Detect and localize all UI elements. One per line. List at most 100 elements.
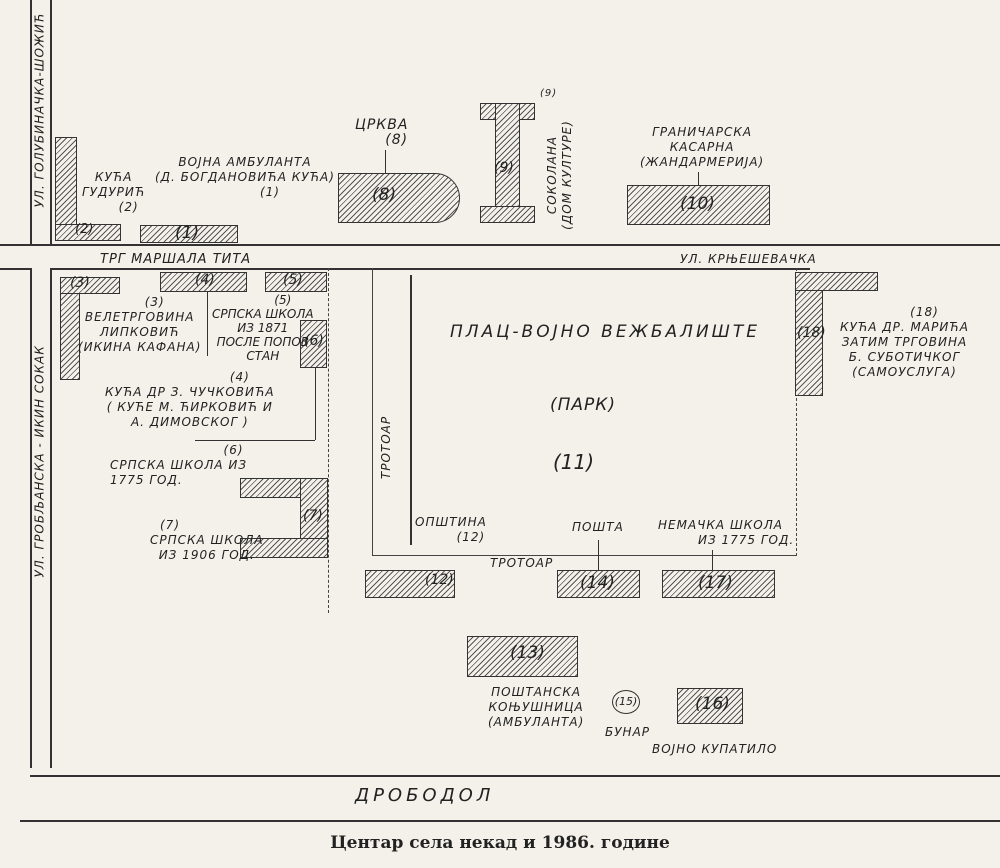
building-17[interactable] (662, 570, 775, 598)
building-12[interactable] (365, 570, 455, 598)
building-3-number: (3) (70, 275, 90, 291)
label-9-num: (9) (540, 88, 558, 99)
park-label: (ПАРК) (550, 395, 616, 415)
road-edge (30, 268, 32, 768)
label-5-sub: ИЗ 1871 (237, 321, 289, 335)
label-5-name: СРПСКА ШКОЛА (212, 307, 314, 321)
building-6[interactable] (300, 320, 327, 368)
road-edge (30, 775, 1000, 777)
building-2-number: (2) (75, 222, 94, 237)
building-18-wing[interactable] (795, 272, 878, 291)
building-14-number: (14) (580, 573, 615, 593)
road-edge (50, 268, 810, 270)
building-10-number: (10) (680, 194, 715, 214)
arrow-14 (598, 540, 599, 570)
label-2-num: (2) (118, 200, 139, 214)
label-1-sub: (Д. БОГДАНОВИЋА КУЋА) (155, 170, 335, 184)
street-label-left-bottom: УЛ. ГРОБЉАНСКА - ИКИН СОКАК (32, 345, 47, 578)
label-6-sub: 1775 ГОД. (110, 473, 183, 487)
label-4-name: КУЋА ДР З. ЧУЧКОВИЋА (105, 385, 275, 399)
building-13[interactable] (467, 636, 578, 677)
label-3-sub: ЛИПКОВИЋ (99, 325, 180, 339)
label-4-sub2: А. ДИМОВСКОГ ) (130, 415, 249, 429)
label-8-name: ЦРКВА (355, 117, 409, 133)
arrow-6v (315, 368, 316, 440)
building-5[interactable] (265, 272, 327, 292)
building-15-well[interactable]: (15) (612, 690, 640, 714)
park-title: ПЛАЦ-ВОЈНО ВЕЖБАЛИШТЕ (450, 322, 760, 342)
label-12-name: ОПШТИНА (415, 515, 487, 529)
building-5-number: (5) (283, 272, 303, 288)
arrow-10 (698, 172, 699, 185)
building-9-bottom[interactable] (480, 206, 535, 223)
building-10[interactable] (627, 185, 770, 225)
building-7-number: (7) (303, 508, 323, 524)
label-10-sub2: (ЖАНДАРМЕРИЈА) (640, 155, 765, 169)
arrow-8 (385, 150, 386, 173)
label-4: (4)КУЋА ДР З. ЧУЧКОВИЋА( КУЋЕ М. ЋИРКОВИ… (105, 370, 275, 430)
label-18-name: КУЋА ДР. МАРИЋА (840, 320, 969, 334)
building-8[interactable] (338, 173, 460, 223)
building-16[interactable] (677, 688, 743, 724)
building-9[interactable] (495, 103, 520, 223)
sidewalk-inner (410, 275, 412, 545)
label-14: ПОШТА (572, 520, 624, 534)
label-12: ОПШТИНА(12) (415, 515, 487, 545)
road-edge (0, 244, 30, 246)
street-label-right: УЛ. КРЊЕШЕВАЧКА (680, 252, 817, 266)
label-18-sub3: (САМОУСЛУГА) (852, 365, 957, 379)
label-5-sub2: ПОСЛЕ ПОПОВ (216, 335, 310, 349)
label-3-num: (3) (144, 295, 165, 309)
label-9-name: СОКОЛАНА (545, 135, 559, 215)
label-2-name: КУЋА (94, 170, 133, 184)
building-11-number: (11) (553, 450, 595, 474)
label-18-sub2: Б. СУБОТИЧКОГ (848, 350, 961, 364)
square-label: ТРГ МАРШАЛА ТИТА (100, 252, 252, 267)
arrow-4 (207, 292, 208, 356)
label-13-name: ПОШТАНСКА (491, 685, 582, 699)
sidewalk-label-vertical: ТРОТОАР (379, 415, 394, 480)
label-2-sub: ГУДУРИЋ (82, 185, 146, 199)
road-edge (0, 268, 30, 270)
building-3-wing[interactable] (60, 277, 120, 294)
label-3-name: ВЕЛЕТРГОВИНА (84, 310, 195, 324)
road-edge (30, 0, 32, 244)
road-edge (30, 244, 1000, 246)
label-18-sub: ЗАТИМ ТРГОВИНА (841, 335, 968, 349)
building-18[interactable] (795, 272, 823, 396)
building-7-bottom[interactable] (240, 538, 328, 558)
building-6-number: (6) (304, 333, 324, 349)
label-5-sub3: СТАН (246, 349, 280, 363)
building-2-wing[interactable] (55, 224, 121, 241)
building-4[interactable] (160, 272, 247, 292)
building-1[interactable] (140, 225, 238, 243)
road-edge (20, 820, 1000, 822)
street-label-left-top: УЛ. ГОЛУБИНАЧКА-ШОЖИЋ (32, 12, 47, 208)
label-7-name: СРПСКА ШКОЛА (150, 533, 264, 547)
building-1-number: (1) (175, 223, 200, 243)
building-14[interactable] (557, 570, 640, 598)
label-5-num: (5) (274, 293, 292, 307)
map-caption: Центар села некад и 1986. године (330, 833, 670, 853)
arrow-6 (195, 440, 315, 441)
label-18-num: (18) (910, 305, 939, 319)
building-13-number: (13) (510, 643, 545, 663)
building-18-number: (18) (797, 325, 826, 341)
label-1-name: ВОЈНА АМБУЛАНТА (178, 155, 312, 169)
label-8-num: (8) (385, 132, 409, 148)
park-boundary (372, 268, 797, 556)
label-16: ВОЈНО КУПАТИЛО (652, 742, 778, 756)
label-12-num: (12) (456, 530, 486, 544)
label-13-sub2: (АМБУЛАНТА) (488, 715, 585, 729)
label-1-num: (1) (259, 185, 280, 199)
label-9-sub: (ДОМ КУЛТУРЕ) (560, 120, 574, 230)
label-7-num: (7) (160, 518, 180, 532)
building-17-number: (17) (698, 573, 733, 593)
